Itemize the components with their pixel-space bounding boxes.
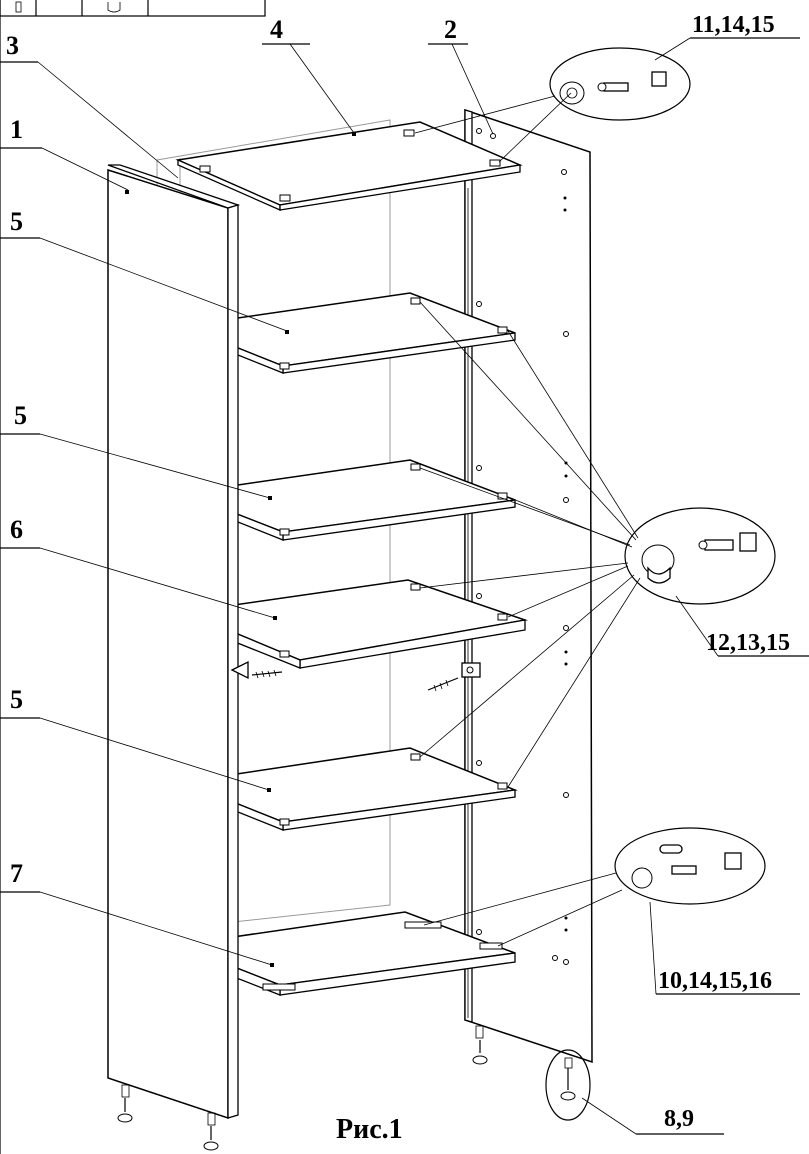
callout-feet: 8,9 bbox=[664, 1106, 694, 1132]
hardware-detail-bottom bbox=[423, 827, 766, 947]
part-label-2: 2 bbox=[444, 15, 457, 44]
part-label-5c: 5 bbox=[10, 685, 23, 714]
adjustable-feet bbox=[117, 1025, 488, 1151]
callout-middle-right: 12,13,15 bbox=[706, 630, 790, 656]
callout-bottom-right: 10,14,15,16 bbox=[658, 968, 772, 994]
part-label-4: 4 bbox=[270, 15, 283, 44]
callout-top-right: 11,14,15 bbox=[692, 12, 775, 38]
corner-bracket-right bbox=[427, 662, 481, 692]
label-leaders bbox=[0, 37, 809, 1135]
hardware-detail-top bbox=[414, 47, 691, 163]
corner-bracket-left bbox=[230, 660, 283, 680]
part-label-5b: 5 bbox=[14, 401, 27, 430]
right-side-panel bbox=[464, 108, 593, 1064]
figure-caption: Рис.1 bbox=[336, 1114, 403, 1145]
left-side-panel bbox=[107, 164, 241, 1120]
feet-detail bbox=[545, 1049, 591, 1121]
hardware-detail-middle bbox=[419, 301, 776, 788]
foot bbox=[117, 1084, 133, 1123]
parts-table-fragment bbox=[0, 0, 266, 17]
part-label-7: 7 bbox=[10, 859, 23, 888]
shelf-5c bbox=[180, 747, 518, 831]
foot bbox=[472, 1025, 488, 1065]
part-label-3: 3 bbox=[6, 31, 19, 60]
top-panel bbox=[175, 121, 523, 211]
part-label-1: 1 bbox=[10, 115, 23, 144]
part-label-5a: 5 bbox=[10, 207, 23, 236]
foot bbox=[203, 1112, 219, 1151]
part-label-6: 6 bbox=[10, 515, 23, 544]
